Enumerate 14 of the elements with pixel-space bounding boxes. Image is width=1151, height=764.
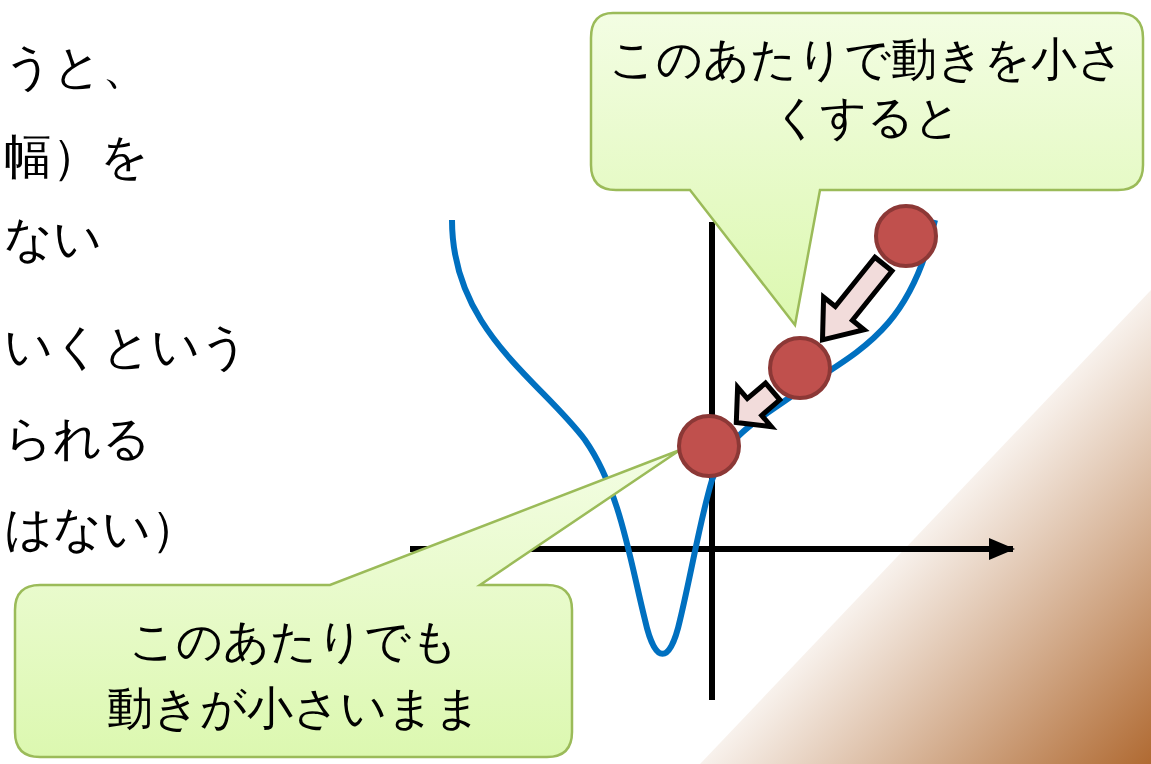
ball <box>874 204 938 268</box>
body-text: いくという <box>4 318 249 374</box>
callout-text: このあたりで動きを小さくすると <box>608 31 1125 146</box>
body-text: うと、 <box>4 38 150 94</box>
callout-text: このあたりでも <box>128 613 459 670</box>
body-text: ない <box>4 210 102 266</box>
body-text: はない） <box>4 500 199 556</box>
ball <box>677 414 741 478</box>
block-arrow <box>733 379 784 430</box>
body-text: られる <box>4 410 151 466</box>
callout-text: 動きが小さいまま <box>105 680 482 737</box>
body-text: 幅）を <box>4 128 149 184</box>
block-arrow <box>819 253 896 344</box>
ball <box>768 336 832 400</box>
